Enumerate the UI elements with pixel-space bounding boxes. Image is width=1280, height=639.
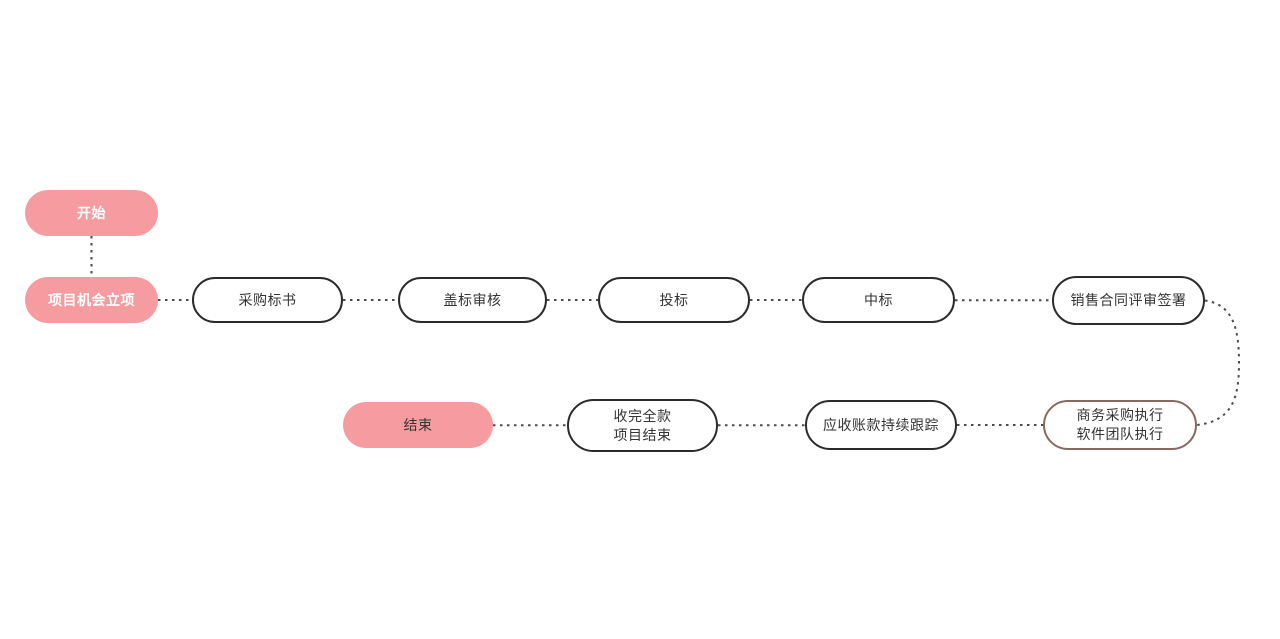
flow-node-label: 中标 <box>864 291 893 308</box>
flow-node-procurement-bid[interactable]: 采购标书 <box>192 277 343 323</box>
flow-node-label: 项目机会立项 <box>48 291 135 308</box>
flow-node-contract-sign[interactable]: 销售合同评审签署 <box>1052 276 1205 325</box>
flow-node-label: 结束 <box>403 416 433 433</box>
flow-node-label: 收完全款 <box>613 407 672 424</box>
flow-node-full-payment[interactable]: 收完全款项目结束 <box>567 399 718 452</box>
flow-node-start[interactable]: 开始 <box>25 190 158 236</box>
flow-node-label: 软件团队执行 <box>1076 426 1164 442</box>
flow-node-bidding[interactable]: 投标 <box>598 277 750 323</box>
flow-node-win-bid[interactable]: 中标 <box>802 277 955 323</box>
flow-node-seal-review[interactable]: 盖标审核 <box>398 277 547 323</box>
flow-node-label: 投标 <box>659 291 689 308</box>
connector-contract-sign-to-execution <box>1196 299 1241 426</box>
flow-node-label: 商务采购执行 <box>1076 407 1164 423</box>
flow-node-label: 开始 <box>77 204 106 221</box>
flow-node-label: 销售合同评审签署 <box>1070 292 1187 308</box>
flow-node-end[interactable]: 结束 <box>343 402 493 448</box>
flow-node-label: 采购标书 <box>238 291 297 308</box>
flow-node-receivables[interactable]: 应收账款持续跟踪 <box>805 400 957 450</box>
flow-node-label: 项目结束 <box>613 426 672 443</box>
flow-node-execution[interactable]: 商务采购执行软件团队执行 <box>1043 400 1197 450</box>
flow-node-project-init[interactable]: 项目机会立项 <box>25 277 158 323</box>
flow-node-label: 盖标审核 <box>443 291 502 308</box>
flow-node-label: 应收账款持续跟踪 <box>823 416 939 433</box>
